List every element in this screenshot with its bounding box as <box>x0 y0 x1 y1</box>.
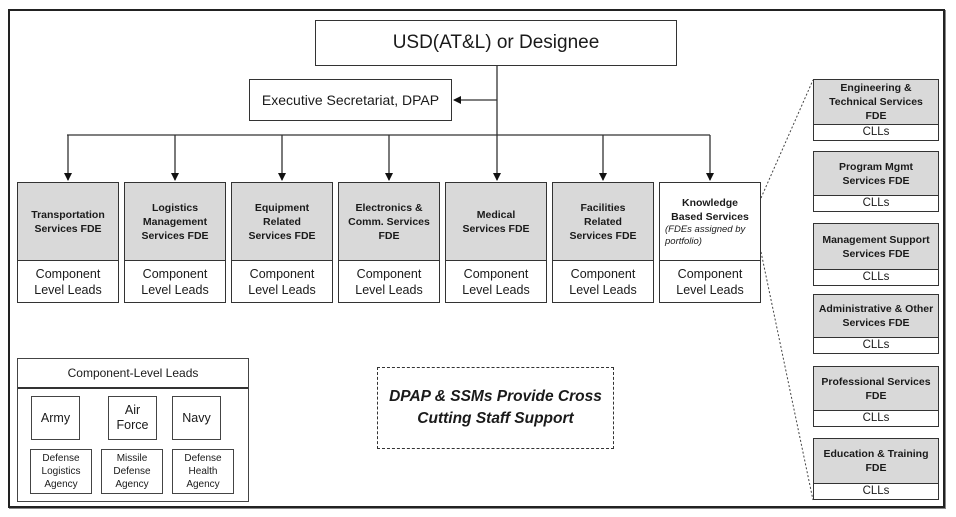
cross-cutting-line-2: Cutting Staff Support <box>417 410 574 427</box>
portfolio-fde-title: Program Mgmt Services FDE <box>814 152 938 196</box>
fde-leads-line: Component <box>142 267 208 281</box>
component-level-leads-title: Component-Level Leads <box>18 359 248 389</box>
fde-title-line: Logistics <box>151 201 199 214</box>
portfolio-clls-label: CLLs <box>862 339 890 351</box>
portfolio-bracket-top <box>760 79 814 199</box>
component-navy: Navy <box>172 396 221 440</box>
fde-leads-line: Level Leads <box>355 283 423 297</box>
executive-secretariat-box: Executive Secretariat, DPAP <box>249 79 452 121</box>
fde-leads-line: Component <box>249 267 315 281</box>
portfolio-fde-title: Education & Training FDE <box>814 439 938 484</box>
fde-title-line: Services FDE <box>462 222 530 235</box>
fde-title-line: Knowledge <box>681 196 738 209</box>
fde-title-line: Facilities <box>580 201 626 214</box>
diagram-frame <box>8 9 945 508</box>
fde-leads-line: Level Leads <box>569 283 637 297</box>
fde-title-line: Related <box>263 215 301 228</box>
fde-leads-line: Level Leads <box>248 283 316 297</box>
component-air-force: Air Force <box>108 396 157 440</box>
component-defense-health-agency: Defense Health Agency <box>172 449 234 494</box>
executive-secretariat-label: Executive Secretariat, DPAP <box>261 92 440 108</box>
portfolio-fde-title: Professional Services FDE <box>814 367 938 411</box>
fde-title-line: Services FDE <box>248 229 316 242</box>
component-missile-defense-agency: Missile Defense Agency <box>101 449 163 494</box>
portfolio-fde-title: Engineering & Technical Services FDE <box>814 80 938 125</box>
cross-cutting-support-box: DPAP & SSMs Provide Cross Cutting Staff … <box>377 367 614 449</box>
portfolio-clls-label: CLLs <box>862 126 890 138</box>
portfolio-fde-title: Management Support Services FDE <box>814 224 938 270</box>
component-defense-logistics-agency: Defense Logistics Agency <box>30 449 92 494</box>
fde-title-line: Equipment <box>254 201 310 214</box>
fde-leads-line: Level Leads <box>141 283 209 297</box>
fde-title-line: Medical <box>476 208 516 221</box>
component-level-leads-legend: Component-Level Leads Army Air Force Nav… <box>17 358 249 502</box>
fde-leads-line: Component <box>463 267 529 281</box>
portfolio-clls-label: CLLs <box>862 271 890 283</box>
fde-title-line: Transportation <box>31 208 105 221</box>
fde-leads-line: Component <box>356 267 422 281</box>
portfolio-fde-title: Administrative & Other Services FDE <box>814 295 938 338</box>
cross-cutting-line-1: DPAP & SSMs Provide Cross <box>389 388 602 405</box>
portfolio-bracket-bottom <box>760 251 814 501</box>
portfolio-clls-label: CLLs <box>862 197 890 209</box>
fde-title-line: Services FDE <box>34 222 102 235</box>
usd-designee-box: USD(AT&L) or Designee <box>315 20 677 66</box>
fde-leads-line: Level Leads <box>462 283 530 297</box>
fde-leads-line: Component <box>570 267 636 281</box>
fde-title-line: Electronics & <box>355 201 423 214</box>
fde-title-line: Services FDE <box>569 229 637 242</box>
component-army: Army <box>31 396 80 440</box>
usd-designee-label: USD(AT&L) or Designee <box>392 32 600 53</box>
fde-leads-line: Level Leads <box>34 283 102 297</box>
fde-title-line: Based Services <box>671 210 749 223</box>
fde-leads-line: Level Leads <box>676 283 744 297</box>
fde-title-line: Management <box>142 215 208 228</box>
fde-title-line: FDE <box>378 229 400 242</box>
fde-title-line: Services FDE <box>141 229 209 242</box>
portfolio-clls-label: CLLs <box>862 412 890 424</box>
fde-drop-arrows <box>64 135 714 181</box>
fde-leads-line: Component <box>35 267 101 281</box>
fde-leads-line: Component <box>677 267 743 281</box>
portfolio-clls-label: CLLs <box>862 485 890 497</box>
fde-note: (FDEs assigned by portfolio) <box>665 223 746 247</box>
fde-title-line: Related <box>584 215 622 228</box>
fde-title-line: Comm. Services <box>348 215 430 228</box>
